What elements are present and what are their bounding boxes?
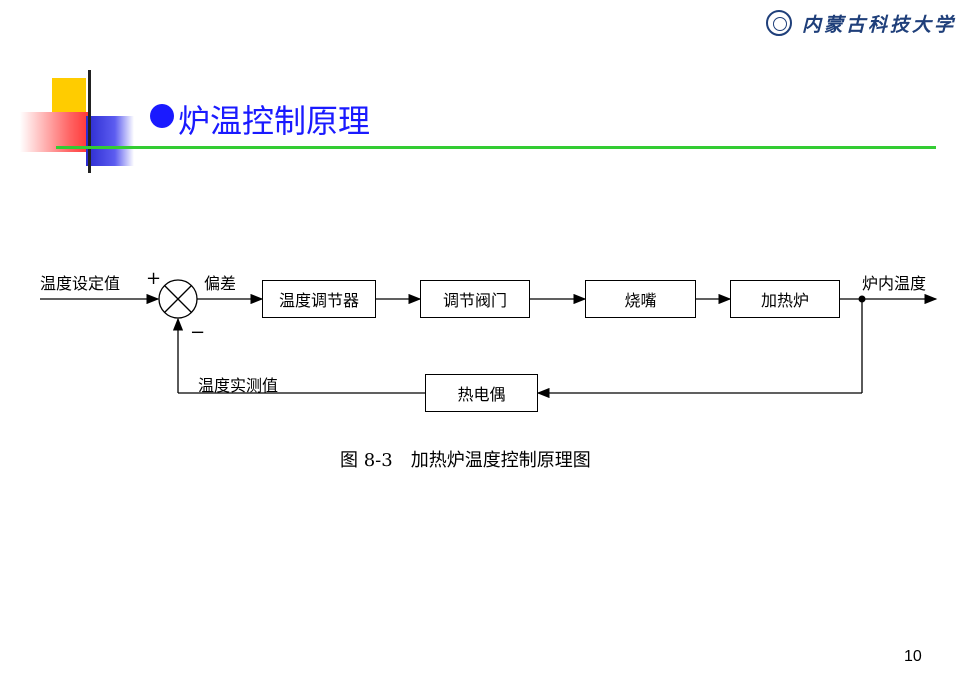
output-label: 炉内温度 [862,274,927,293]
minus-sign: − [190,322,206,343]
decor-blue-square [86,116,134,166]
decor-yellow-square [52,78,86,114]
slide-title-text: 炉温控制原理 [178,102,371,140]
block-thermocouple: 热电偶 [425,374,538,412]
university-seal-icon [766,10,792,36]
plus-sign: + [146,268,162,289]
feedback-label: 温度实测值 [198,376,279,395]
figure-caption: 图 8-3 加热炉温度控制原理图 [340,450,591,471]
university-logo: 内蒙古科技大学 [766,8,966,38]
block-furnace: 加热炉 [730,280,840,318]
setpoint-label: 温度设定值 [40,274,121,293]
error-label: 偏差 [204,274,237,293]
block-temperature-controller: 温度调节器 [262,280,376,318]
page-number: 10 [904,648,922,665]
title-divider [56,146,936,149]
title-bullet-icon [150,104,174,128]
block-control-valve: 调节阀门 [420,280,530,318]
block-burner: 烧嘴 [585,280,696,318]
decor-red-square [20,112,90,152]
university-name: 内蒙古科技大学 [802,14,957,36]
decor-vertical-line [88,70,91,173]
